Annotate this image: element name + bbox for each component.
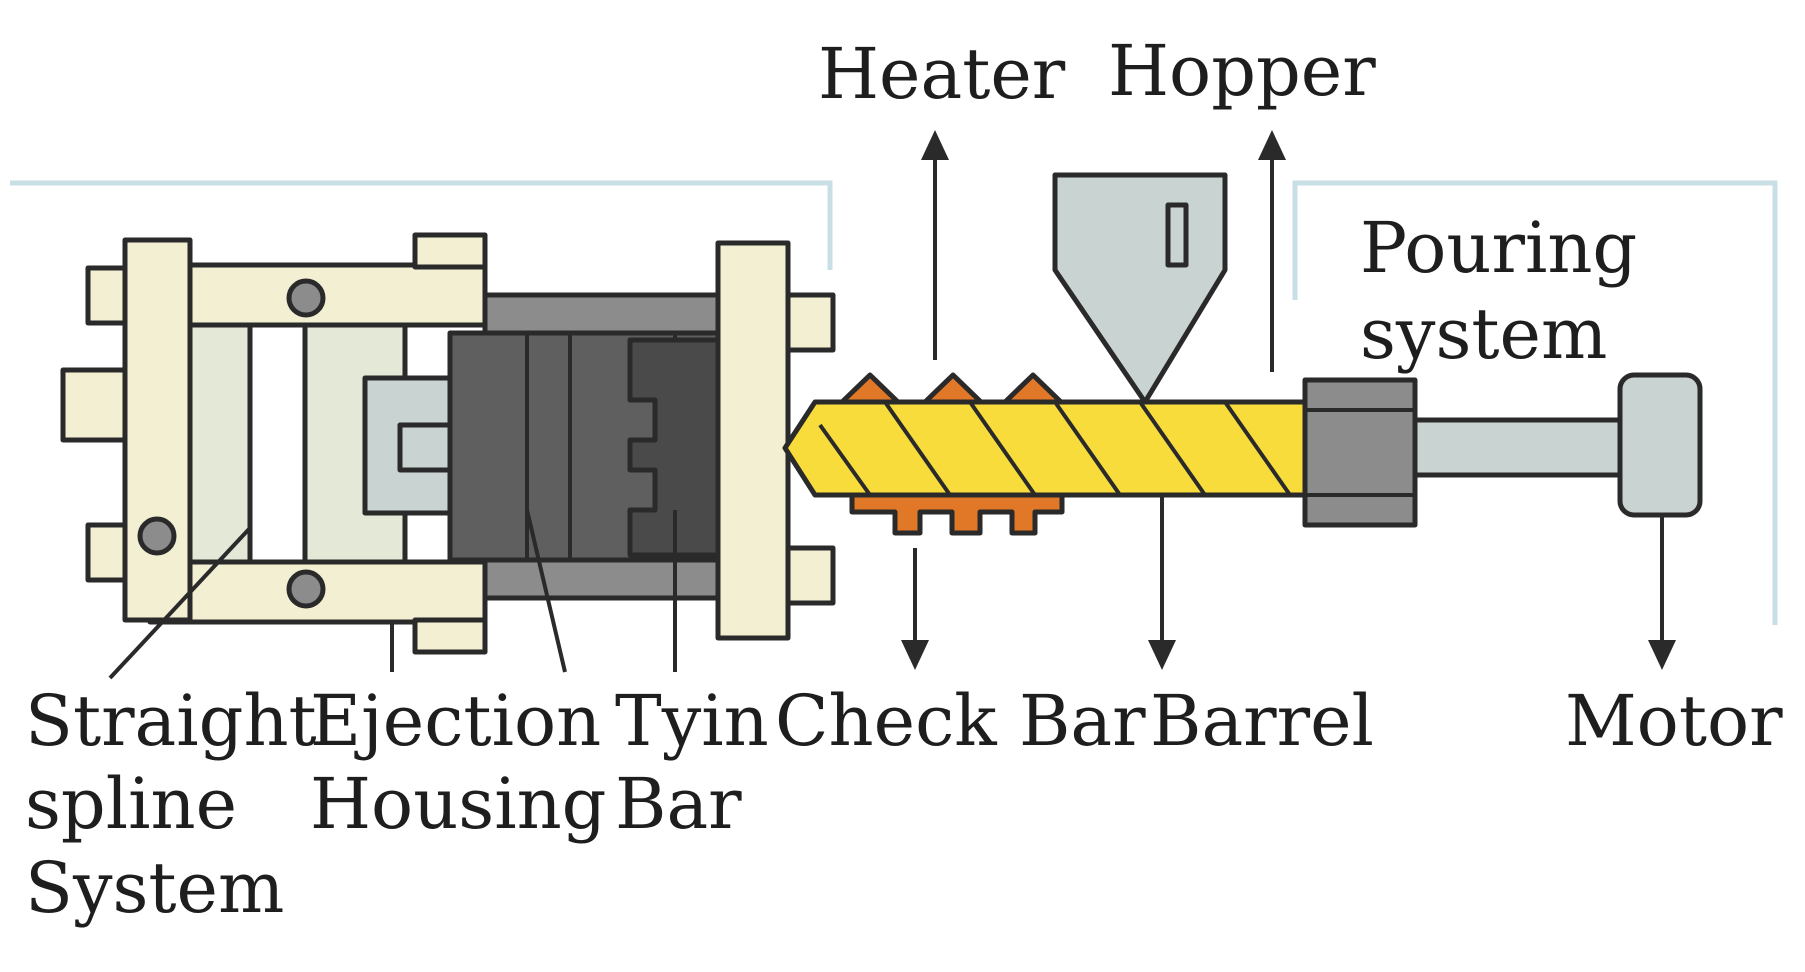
stationary-platen-ear-top	[785, 292, 836, 353]
label-pouring-line1: Pouring	[1360, 207, 1637, 289]
label-hopper: Hopper	[1108, 30, 1376, 112]
label-ejection-line2: Housing	[310, 763, 606, 845]
motor	[1617, 372, 1703, 518]
clamping-unit	[60, 232, 836, 655]
hopper-window	[1165, 202, 1189, 268]
label-straight-line1: Straight	[25, 680, 317, 762]
tie-bar-bolt	[137, 516, 177, 556]
check-bar-arrowhead	[901, 640, 929, 670]
moving-platen-ear-top	[412, 232, 488, 270]
barrel-arrowhead	[1148, 640, 1176, 670]
screw-flights	[818, 400, 1292, 497]
ejection-housing-top-rail	[482, 292, 723, 336]
spline-gap	[247, 322, 308, 565]
tie-bar-bolt	[286, 278, 326, 318]
rear-platen	[122, 237, 193, 623]
leader-lines	[108, 130, 1676, 680]
labels: Heater Hopper Pouring system Straight sp…	[25, 30, 1783, 929]
injection-unit	[782, 172, 1703, 536]
label-tyin-line1: Tyin	[615, 680, 769, 762]
moving-platen-ear-bottom	[412, 617, 488, 655]
pouring-system	[1302, 377, 1418, 528]
label-check-bar: Check Bar	[775, 680, 1146, 762]
heater-band-bottom	[849, 492, 1065, 536]
stationary-platen	[715, 240, 791, 641]
hopper-arrowhead	[1258, 130, 1286, 160]
ejection-housing-bottom-rail	[482, 557, 723, 601]
label-straight-line2: spline	[25, 763, 237, 845]
screw	[782, 399, 1308, 498]
heater-band-top	[922, 372, 984, 405]
spline-plate	[187, 322, 253, 565]
motor-arrowhead	[1648, 640, 1676, 670]
rear-platen-ear-top	[85, 265, 128, 326]
tie-bar-bolt	[286, 569, 326, 609]
straight-spline-leader	[108, 526, 252, 680]
stationary-platen-ear-bottom	[785, 545, 836, 606]
label-heater: Heater	[818, 33, 1066, 115]
label-motor: Motor	[1565, 680, 1783, 762]
heater-band-top	[839, 372, 901, 405]
heater-arrowhead	[921, 130, 949, 160]
rear-platen-ear-bottom	[85, 522, 128, 583]
label-straight-line3: System	[25, 847, 284, 929]
heater-band-top	[1002, 372, 1064, 405]
label-pouring-line2: system	[1360, 293, 1607, 375]
drive-shaft	[1412, 417, 1623, 478]
label-barrel: Barrel	[1150, 680, 1374, 762]
rear-platen-ear-mid	[60, 367, 128, 443]
label-ejection-line1: Ejection	[310, 680, 601, 762]
machine-frame	[10, 180, 1778, 625]
hopper	[1052, 172, 1228, 405]
housing-leader	[525, 509, 567, 673]
label-tyin-line2: Bar	[615, 763, 742, 845]
